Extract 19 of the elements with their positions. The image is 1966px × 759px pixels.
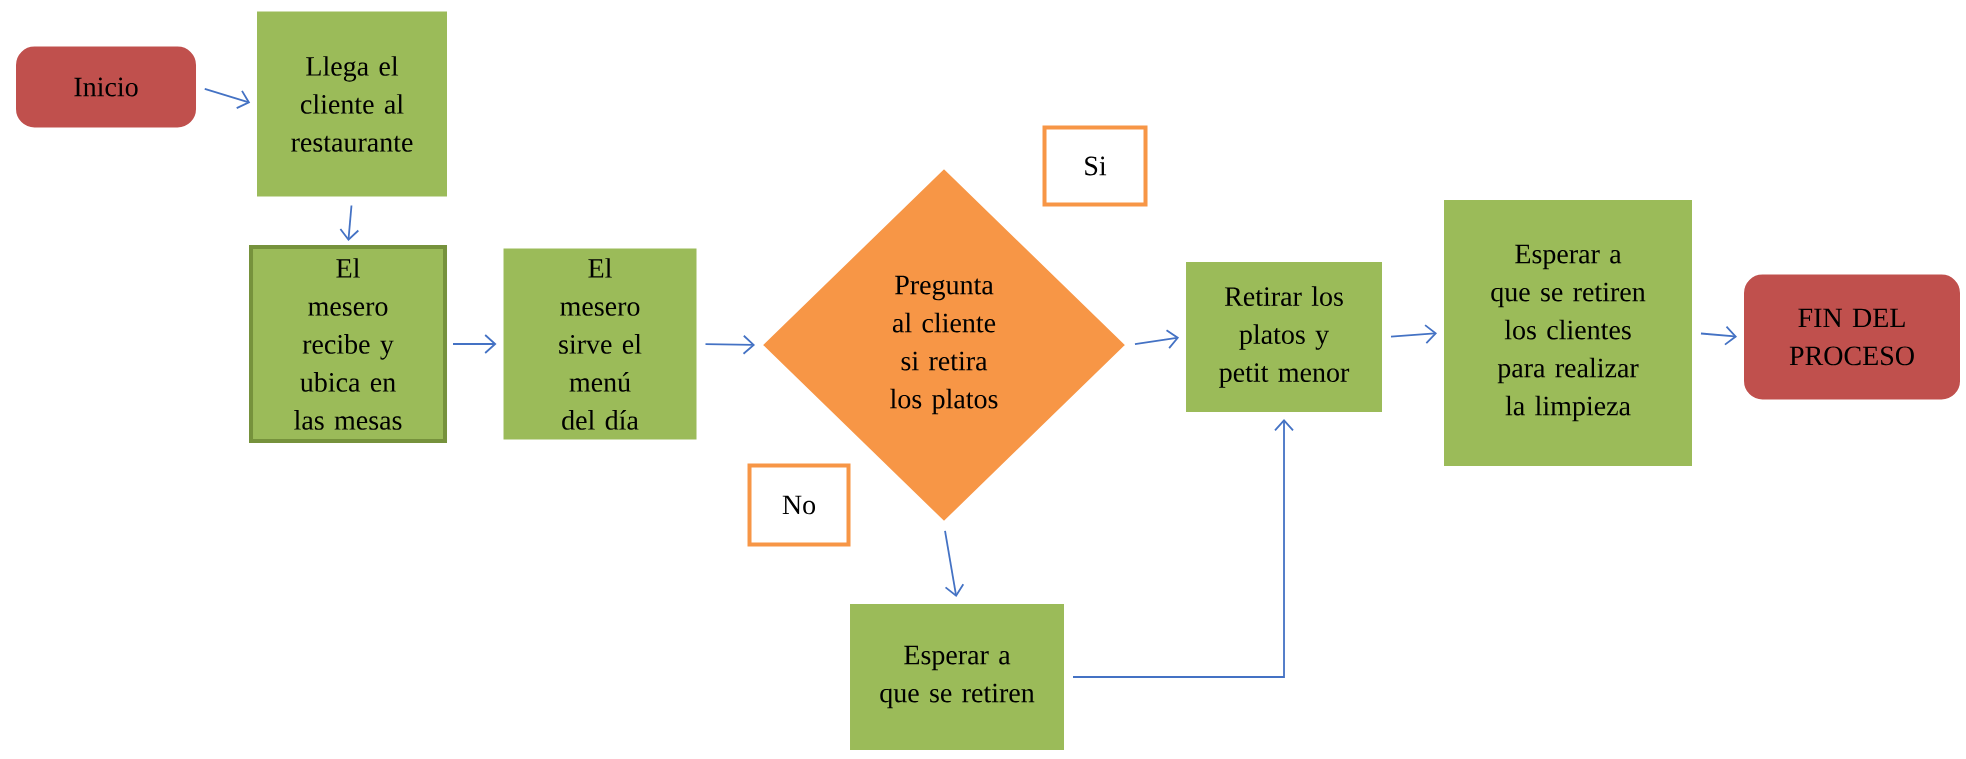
process-box: Esperar a que se retiren los clientes para realizar la limpieza bbox=[1441, 197, 1695, 469]
arrow bbox=[944, 530, 965, 598]
arrow bbox=[1390, 324, 1437, 344]
process-box: Retirar los platos y petit menor bbox=[1183, 259, 1385, 415]
arrow bbox=[1700, 325, 1738, 346]
terminal-box: FIN DEL PROCESO bbox=[1741, 271, 1963, 403]
arrow bbox=[1072, 419, 1294, 678]
arrow bbox=[704, 334, 755, 355]
process-box: El mesero recibe y ubica en las mesas bbox=[249, 245, 447, 443]
process-box: Esperar a que se retiren bbox=[847, 601, 1067, 753]
arrow bbox=[339, 204, 360, 241]
answer-box: Si bbox=[1042, 125, 1148, 207]
terminal-box: Inicio bbox=[13, 43, 199, 131]
process-box: Llega el cliente al restaurante bbox=[254, 8, 450, 200]
arrow bbox=[452, 334, 497, 354]
answer-box: No bbox=[747, 463, 851, 547]
arrow bbox=[1134, 329, 1180, 350]
process-box: El mesero sirve el menú del día bbox=[500, 245, 700, 443]
arrow bbox=[203, 87, 251, 109]
